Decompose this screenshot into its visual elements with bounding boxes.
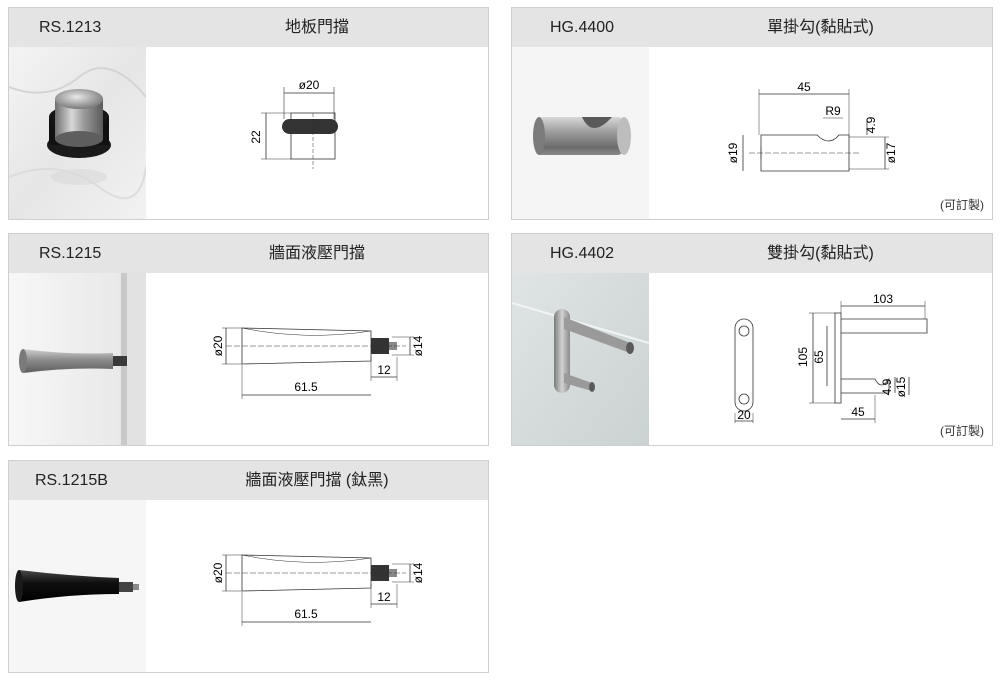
product-card-rs1215: RS.1215 牆面液壓門擋 <box>8 233 489 446</box>
customizable-note: (可訂製) <box>940 424 984 438</box>
dim-height-65: 65 <box>812 350 826 364</box>
product-photo <box>9 47 146 219</box>
card-header: HG.4402 雙掛勾(黏貼式) <box>512 234 992 273</box>
product-name: 牆面液壓門擋 <box>268 245 365 262</box>
customizable-note: (可訂製) <box>940 198 984 212</box>
dim-height-105: 105 <box>796 347 810 367</box>
dim-pin-length: 12 <box>377 590 391 604</box>
dim-diameter-14: ø14 <box>411 335 425 356</box>
dim-hook-45: 45 <box>851 405 865 419</box>
card-header: HG.4400 單掛勾(黏貼式) <box>512 8 992 47</box>
double-hook-photo <box>512 273 649 445</box>
product-code: HG.4400 <box>550 19 615 36</box>
dim-length-103: 103 <box>873 292 893 306</box>
dim-body-length: 61.5 <box>294 607 318 621</box>
dim-depth: 4.9 <box>864 116 878 133</box>
floor-stopper-photo <box>9 47 146 219</box>
dim-body-length: 61.5 <box>294 380 318 394</box>
product-photo <box>9 273 146 445</box>
card-header: RS.1215 牆面液壓門擋 <box>9 234 488 273</box>
product-name: 地板門擋 <box>284 19 349 36</box>
product-name: 單掛勾(黏貼式) <box>767 19 874 36</box>
product-card-hg4400: HG.4400 單掛勾(黏貼式) 45 R9 <box>511 7 993 220</box>
technical-drawing: ø20 ø14 12 61.5 <box>146 273 488 445</box>
dim-diameter-20: ø20 <box>211 562 225 583</box>
black-wall-stopper-photo <box>9 500 146 672</box>
dim-diameter-19: ø19 <box>726 142 740 163</box>
product-code: RS.1215B <box>35 472 108 489</box>
wall-stopper-photo <box>9 273 146 445</box>
product-name: 雙掛勾(黏貼式) <box>767 245 874 262</box>
dim-diameter-15: ø15 <box>894 376 908 397</box>
technical-drawing: ø20 22 <box>146 47 488 219</box>
dim-diameter-17: ø17 <box>884 142 898 163</box>
dim-depth-49: 4.9 <box>880 378 894 395</box>
product-photo <box>9 500 146 672</box>
dim-height: 22 <box>249 130 263 144</box>
card-header: RS.1215B 牆面液壓門擋 (鈦黑) <box>9 461 488 500</box>
dim-diameter-14: ø14 <box>411 562 425 583</box>
product-card-rs1215b: RS.1215B 牆面液壓門擋 (鈦黑) ø20 <box>8 460 489 673</box>
product-card-rs1213: RS.1213 地板門擋 <box>8 7 489 220</box>
technical-drawing: 45 R9 ø19 4.9 ø17 (可訂製) <box>649 47 992 219</box>
product-code: RS.1213 <box>39 19 102 36</box>
product-photo <box>512 273 649 445</box>
product-code: HG.4402 <box>550 245 615 262</box>
dim-plate-width: 20 <box>737 408 751 422</box>
product-photo <box>512 47 649 219</box>
card-header: RS.1213 地板門擋 <box>9 8 488 47</box>
dim-radius: R9 <box>825 104 841 118</box>
technical-drawing: ø20 ø14 12 61.5 <box>146 500 488 672</box>
product-code: RS.1215 <box>39 245 102 262</box>
dim-pin-length: 12 <box>377 363 391 377</box>
single-hook-photo <box>512 47 649 219</box>
dim-diameter-20: ø20 <box>211 335 225 356</box>
product-name: 牆面液壓門擋 (鈦黑) <box>245 472 389 489</box>
product-card-hg4402: HG.4402 雙掛勾(黏貼式) <box>511 233 993 446</box>
dim-length: 45 <box>797 80 811 94</box>
technical-drawing: 20 103 105 65 4.9 ø15 45 (可訂製) <box>649 273 992 445</box>
dim-diameter: ø20 <box>299 78 320 92</box>
